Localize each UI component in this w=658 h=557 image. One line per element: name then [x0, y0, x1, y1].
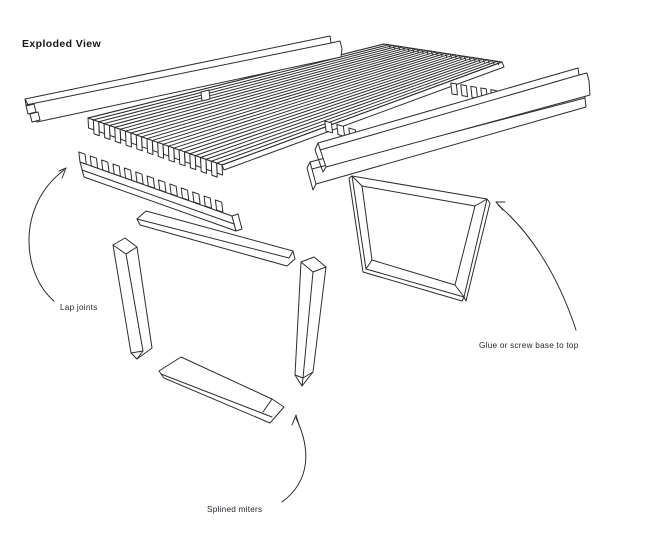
leader-arrows: [28, 167, 577, 503]
slatted-top-panel: [87, 43, 505, 178]
frame-top-rail-piece: [136, 210, 296, 267]
splined-miters-arrow: [281, 417, 307, 503]
splined-miters-label: Splined miters: [207, 505, 262, 514]
glue-note-arrowhead: [495, 201, 506, 211]
bottom-rail-edges: [160, 373, 273, 418]
frame-band: [351, 175, 488, 298]
cleat-teeth: [78, 151, 224, 213]
leg-frame-assembled: [348, 175, 491, 302]
front-rail-end-step-2: [29, 111, 41, 123]
front-rail-body: [24, 35, 343, 123]
rail-a-body: [317, 67, 591, 168]
frame-left-leg-piece: [112, 237, 153, 360]
front-rail-end-cap: [24, 98, 27, 106]
left-leg-edges: [112, 244, 144, 360]
rail-a-top-edge: [319, 74, 580, 151]
glue-note-arrow: [497, 204, 577, 331]
frame-thickness-edges: [348, 175, 491, 302]
bottom-rail-outline: [158, 356, 285, 424]
front-rail-top-edge: [25, 42, 332, 106]
splined-miters-arrowhead: [291, 414, 300, 426]
lap-joints-arrow: [28, 169, 65, 302]
lap-joints-label: Lap joints: [60, 303, 98, 312]
cleat-bar-end: [231, 213, 243, 232]
page-title: Exploded View: [22, 38, 102, 50]
glue-note-label: Glue or screw base to top: [479, 341, 579, 350]
rail-a-end-cap: [314, 142, 327, 173]
rail-back-upper: [314, 67, 591, 173]
cleat-left-exploded: [78, 151, 243, 232]
right-leg-edges: [294, 261, 327, 387]
frame-miter-lines: [351, 175, 488, 298]
top-rail-outline: [136, 210, 296, 267]
left-leg-outline: [112, 237, 153, 360]
right-leg-outline: [294, 256, 327, 387]
front-rail: [24, 35, 343, 123]
back-rail-notch-tab: [200, 89, 211, 102]
cleat-bar-edge: [81, 169, 235, 225]
frame-right-leg-piece: [294, 256, 327, 387]
frame-bottom-rail-piece: [158, 356, 285, 424]
lap-joints-arrowhead: [58, 167, 67, 179]
slat-back-end-steps: [388, 44, 500, 65]
leg-frame-exploded: [112, 210, 327, 424]
rail-b-end-cap: [306, 161, 317, 191]
top-rail-edges: [136, 218, 294, 259]
slat-front-ends: [87, 117, 224, 178]
